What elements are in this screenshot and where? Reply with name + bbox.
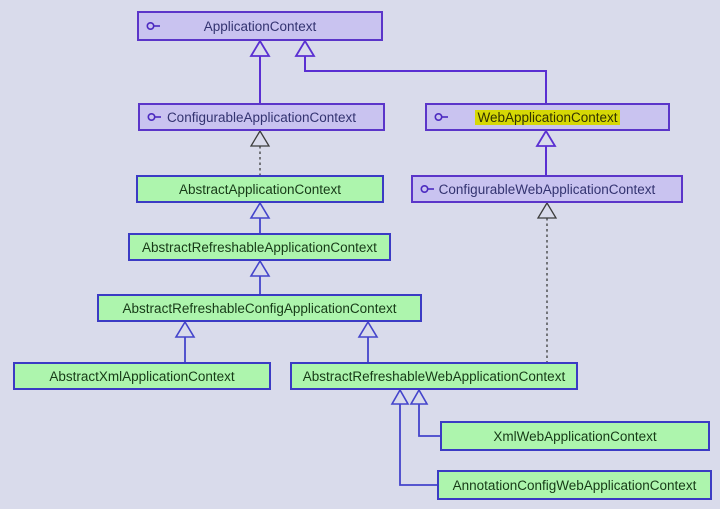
node-label: AbstractApplicationContext bbox=[178, 181, 342, 197]
edge-abstractrefreshablewebapplicationcontext-extends-abstractrefreshableconfigapplicationcontext bbox=[357, 320, 379, 362]
edge-abstractxmlapplicationcontext-extends-abstractrefreshableconfigapplicationcontext bbox=[174, 320, 196, 362]
node-label: ConfigurableWebApplicationContext bbox=[438, 181, 656, 197]
node-abstract-refreshable-application-context[interactable]: AbstractRefreshableApplicationContext bbox=[128, 233, 391, 261]
extends-arrowhead bbox=[249, 259, 271, 277]
node-application-context[interactable]: ApplicationContext bbox=[137, 11, 383, 41]
node-xml-web-application-context[interactable]: XmlWebApplicationContext bbox=[440, 421, 710, 451]
node-annotation-config-web-application-context[interactable]: AnnotationConfigWebApplicationContext bbox=[437, 470, 712, 500]
node-label: AbstractRefreshableConfigApplicationCont… bbox=[122, 300, 397, 316]
edge-line bbox=[418, 404, 440, 437]
edge-line bbox=[304, 56, 547, 103]
extends-arrowhead bbox=[249, 201, 271, 219]
edge-abstractapplicationcontext-implements-configurableapplicationcontext bbox=[249, 129, 271, 175]
node-label: AnnotationConfigWebApplicationContext bbox=[452, 477, 697, 493]
node-label-highlighted: WebApplicationContext bbox=[475, 109, 620, 125]
implements-arrowhead bbox=[536, 201, 558, 219]
extends-arrowhead bbox=[535, 129, 557, 147]
node-abstract-refreshable-web-application-context[interactable]: AbstractRefreshableWebApplicationContext bbox=[290, 362, 578, 390]
node-label: XmlWebApplicationContext bbox=[493, 428, 657, 444]
node-abstract-refreshable-config-application-context[interactable]: AbstractRefreshableConfigApplicationCont… bbox=[97, 294, 422, 322]
edge-line bbox=[399, 404, 437, 486]
edge-configurablewebapplicationcontext-extends-webapplicationcontext bbox=[535, 129, 557, 175]
node-label: AbstractXmlApplicationContext bbox=[49, 368, 235, 384]
node-abstract-xml-application-context[interactable]: AbstractXmlApplicationContext bbox=[13, 362, 271, 390]
edge-abstractrefreshableapplicationcontext-extends-abstractapplicationcontext bbox=[249, 201, 271, 233]
node-label: AbstractRefreshableApplicationContext bbox=[142, 239, 377, 255]
node-label: ConfigurableApplicationContext bbox=[166, 109, 357, 125]
interface-icon bbox=[434, 112, 449, 122]
edge-abstractrefreshableconfigapplicationcontext-extends-abstractrefreshableapplicationcontext bbox=[249, 259, 271, 294]
node-web-application-context[interactable]: WebApplicationContext bbox=[425, 103, 670, 131]
node-label: AbstractRefreshableWebApplicationContext bbox=[302, 368, 566, 384]
extends-arrowhead bbox=[409, 388, 429, 405]
edge-webapplicationcontext-extends-applicationcontext bbox=[294, 39, 547, 103]
interface-icon bbox=[146, 21, 161, 31]
edge-abstractrefreshablewebapplicationcontext-implements-configurablewebapplicationcontext bbox=[536, 201, 558, 362]
node-abstract-application-context[interactable]: AbstractApplicationContext bbox=[136, 175, 384, 203]
extends-arrowhead bbox=[390, 388, 410, 405]
extends-arrowhead bbox=[357, 320, 379, 338]
edge-xmlwebapplicationcontext-extends-abstractrefreshablewebapplicationcontext bbox=[409, 388, 440, 437]
edge-annotationconfigwebapplicationcontext-extends-abstractrefreshablewebapplicationcontext bbox=[390, 388, 437, 486]
extends-arrowhead bbox=[249, 39, 271, 57]
interface-icon bbox=[420, 184, 435, 194]
node-label: ApplicationContext bbox=[203, 18, 317, 34]
extends-arrowhead bbox=[294, 39, 316, 57]
implements-arrowhead bbox=[249, 129, 271, 147]
edge-configurableapplicationcontext-extends-applicationcontext bbox=[249, 39, 271, 103]
extends-arrowhead bbox=[174, 320, 196, 338]
interface-icon bbox=[147, 112, 162, 122]
node-configurable-application-context[interactable]: ConfigurableApplicationContext bbox=[138, 103, 385, 131]
node-configurable-web-application-context[interactable]: ConfigurableWebApplicationContext bbox=[411, 175, 683, 203]
